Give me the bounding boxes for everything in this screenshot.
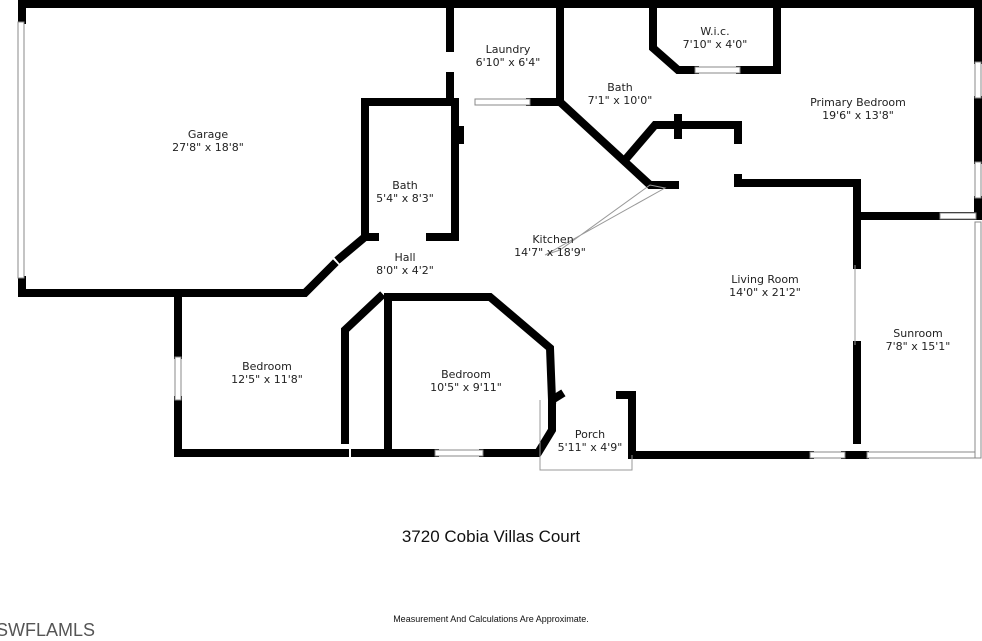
room-porch-dims: 5'11" x 4'9" <box>558 441 623 454</box>
room-labels: Garage 27'8" x 18'8" Laundry 6'10" x 6'4… <box>172 25 950 454</box>
disclaimer: Measurement And Calculations Are Approxi… <box>393 614 589 624</box>
doors-windows <box>17 21 982 471</box>
room-kitchen-name: Kitchen <box>532 233 573 246</box>
room-primary-bedroom-name: Primary Bedroom <box>810 96 906 109</box>
room-wic-name: W.i.c. <box>700 25 729 38</box>
room-living-dims: 14'0" x 21'2" <box>729 286 801 299</box>
room-garage-dims: 27'8" x 18'8" <box>172 141 244 154</box>
room-hall-dims: 8'0" x 4'2" <box>376 264 434 277</box>
room-bedroom2-dims: 10'5" x 9'11" <box>430 381 502 394</box>
room-bedroom2-name: Bedroom <box>441 368 491 381</box>
room-bedroom1-dims: 12'5" x 11'8" <box>231 373 303 386</box>
watermark: SWFLAMLS <box>0 620 96 640</box>
room-sunroom-dims: 7'8" x 15'1" <box>886 340 951 353</box>
room-laundry-name: Laundry <box>486 43 531 56</box>
room-primary-bedroom-dims: 19'6" x 13'8" <box>822 109 894 122</box>
room-bedroom1-name: Bedroom <box>242 360 292 373</box>
room-living-name: Living Room <box>731 273 799 286</box>
room-bath2-name: Bath <box>392 179 418 192</box>
room-hall-name: Hall <box>394 251 415 264</box>
room-laundry-dims: 6'10" x 6'4" <box>476 56 541 69</box>
room-bath1-dims: 7'1" x 10'0" <box>588 94 653 107</box>
property-address: 3720 Cobia Villas Court <box>401 527 581 546</box>
room-wic-dims: 7'10" x 4'0" <box>683 38 748 51</box>
room-bath1-name: Bath <box>607 81 633 94</box>
room-bath2-dims: 5'4" x 8'3" <box>376 192 434 205</box>
room-garage-name: Garage <box>188 128 229 141</box>
walls <box>18 0 982 459</box>
room-kitchen-dims: 14'7" x 18'9" <box>514 246 586 259</box>
room-sunroom-name: Sunroom <box>893 327 942 340</box>
room-porch-name: Porch <box>575 428 605 441</box>
